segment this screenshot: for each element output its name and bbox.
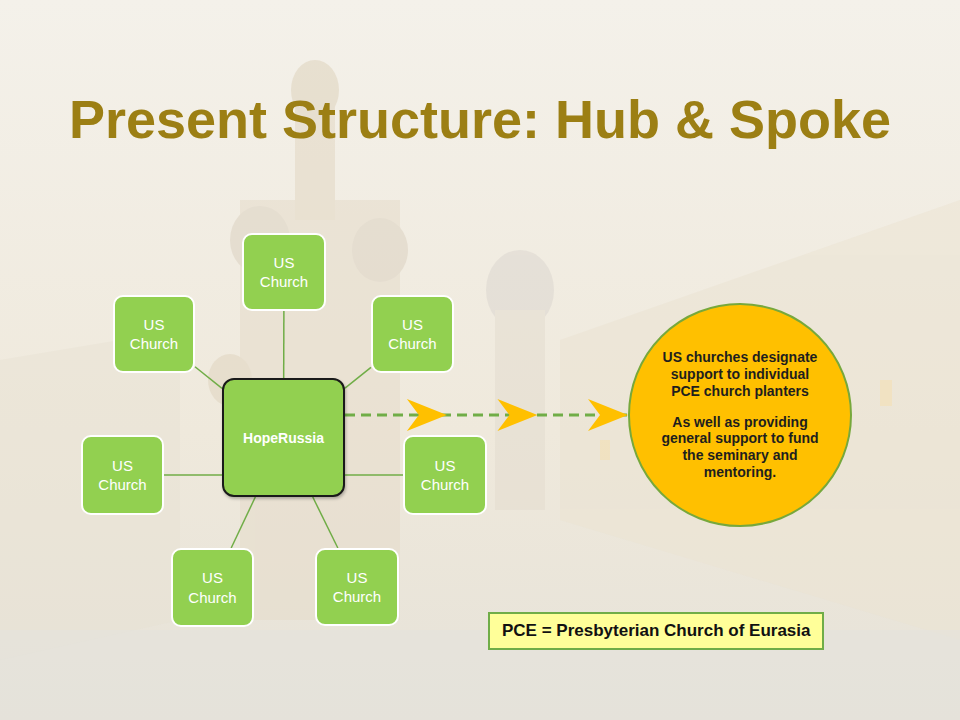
spoke-line — [345, 367, 371, 388]
node-text: HopeRussia — [243, 430, 324, 446]
spoke-line — [164, 475, 222, 476]
spoke-line — [313, 497, 338, 548]
node-text: US Church — [409, 456, 481, 495]
connector-line — [345, 414, 628, 417]
node-text: US Church — [377, 315, 448, 354]
connector-line — [231, 497, 255, 548]
connector-line — [313, 497, 338, 548]
node-text: As well as providing general support to … — [660, 414, 820, 481]
arrow-head — [588, 399, 628, 431]
node-text: US churches designate support to individ… — [660, 349, 820, 399]
arrow-head — [497, 399, 537, 431]
church-box: US Church — [81, 435, 164, 515]
spoke-line — [231, 497, 255, 548]
flow-arrow — [345, 399, 628, 431]
church-box: US Church — [171, 548, 254, 627]
node-text: US Church — [87, 456, 158, 495]
note-box: PCE = Presbyterian Church of Eurasia — [488, 612, 824, 650]
spoke-line — [345, 475, 403, 476]
connector-line — [345, 367, 371, 388]
connector-line — [195, 367, 222, 389]
connector-line — [164, 474, 222, 476]
church-box: US Church — [113, 295, 195, 373]
hub-box: HopeRussia — [222, 378, 345, 497]
node-text: US Church — [119, 315, 189, 354]
spoke-line — [195, 367, 222, 389]
church-box: US Church — [371, 295, 454, 373]
slide-title: Present Structure: Hub & Spoke — [0, 88, 960, 150]
node-text: US Church — [321, 568, 393, 607]
connector-line — [345, 474, 403, 476]
church-box: US Church — [315, 548, 399, 626]
buildings — [0, 200, 960, 660]
arrow-head — [407, 399, 447, 431]
church-box: US Church — [242, 233, 326, 311]
spoke-line — [283, 311, 284, 378]
church-box: US Church — [403, 435, 487, 515]
node-text: US Church — [248, 253, 320, 292]
node-text: US Church — [177, 568, 248, 607]
info-circle: US churches designate support to individ… — [628, 303, 852, 527]
connector-line — [283, 311, 285, 378]
node-text: PCE = Presbyterian Church of Eurasia — [502, 621, 810, 641]
